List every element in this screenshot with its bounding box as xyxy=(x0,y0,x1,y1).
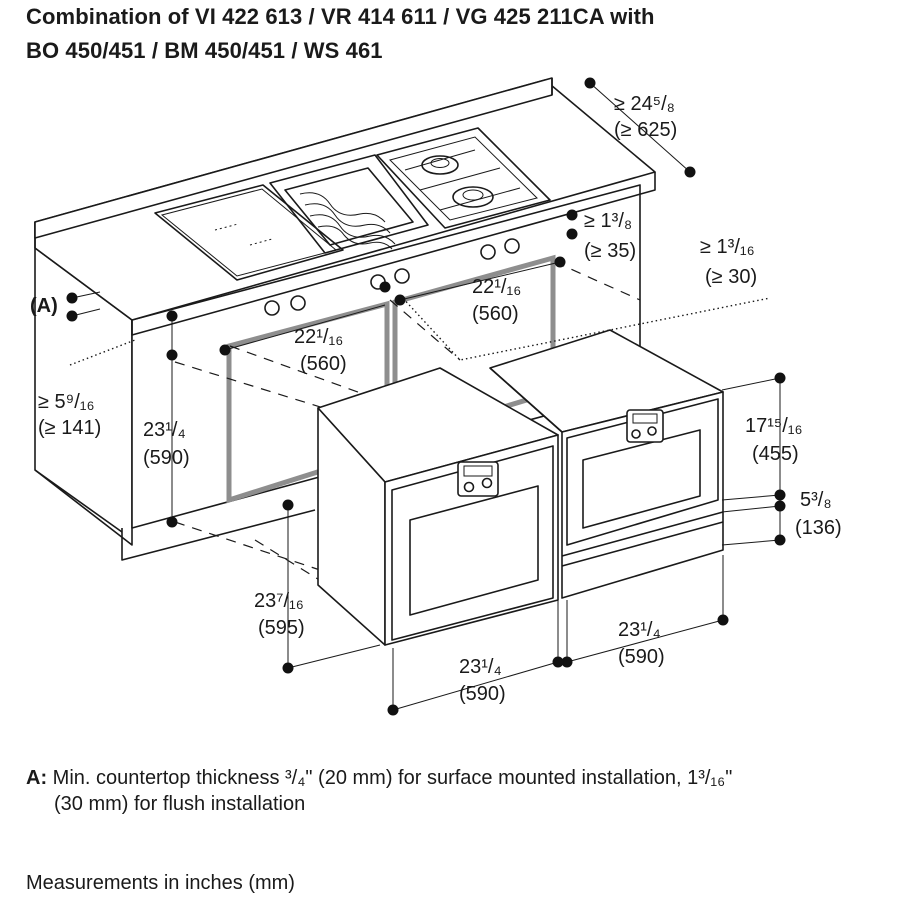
microwave-and-drawer xyxy=(489,329,724,599)
niche-width-right-inch: 22¹/₁₆ xyxy=(472,276,521,298)
niche-height-mm: (590) xyxy=(143,447,190,469)
depth-mm: (≥ 625) xyxy=(614,119,677,141)
construction-lines xyxy=(69,261,771,631)
oven-depth-mm: (595) xyxy=(258,617,305,639)
label-a: (A) xyxy=(30,295,58,317)
gas-cooktop xyxy=(376,127,551,229)
units-note: Measurements in inches (mm) xyxy=(26,872,295,894)
bm-height-mm: (455) xyxy=(752,443,799,465)
oven-depth-inch: 23⁷/₁₆ xyxy=(254,590,304,612)
hob-front-inch: ≥ 1³/₈ xyxy=(584,210,632,232)
hob-side-mm: (≥ 30) xyxy=(705,266,757,288)
page-title: Combination of VI 422 613 / VR 414 611 /… xyxy=(26,0,655,68)
dimension-lines xyxy=(66,77,786,716)
niche-width-left-inch: 22¹/₁₆ xyxy=(294,326,343,348)
under-counter-mm: (≥ 141) xyxy=(38,417,101,439)
installation-diagram: ≥ 24⁵/₈ (≥ 625) ≥ 1³/₈ (≥ 35) ≥ 1³/₁₆ (≥… xyxy=(30,77,842,716)
niche-width-right-mm: (560) xyxy=(472,303,519,325)
bo-width-inch: 23¹/₄ xyxy=(459,656,502,678)
bm-width-mm: (590) xyxy=(618,646,665,668)
grill-cooktop xyxy=(269,154,429,254)
countertop xyxy=(34,77,656,336)
footnote: A: Min. countertop thickness ³/₄" (20 mm… xyxy=(26,765,886,817)
ws-height-inch: 5³/₈ xyxy=(800,489,832,511)
footnote-line-1: Min. countertop thickness ³/₄" (20 mm) f… xyxy=(52,767,733,789)
hob-side-inch: ≥ 1³/₁₆ xyxy=(700,236,755,258)
hob-front-mm: (≥ 35) xyxy=(584,240,636,262)
under-counter-inch: ≥ 5⁹/₁₆ xyxy=(38,391,95,413)
built-in-oven xyxy=(317,367,559,646)
niche-width-left-mm: (560) xyxy=(300,353,347,375)
bm-height-inch: 17¹⁵/₁₆ xyxy=(745,415,803,437)
footnote-label: A: xyxy=(26,767,48,789)
depth-inch: ≥ 24⁵/₈ xyxy=(614,93,675,115)
title-line-1: Combination of VI 422 613 / VR 414 611 /… xyxy=(26,4,655,29)
bm-width-inch: 23¹/₄ xyxy=(618,619,661,641)
ws-height-mm: (136) xyxy=(795,517,842,539)
dimension-labels: ≥ 24⁵/₈ (≥ 625) ≥ 1³/₈ (≥ 35) ≥ 1³/₁₆ (≥… xyxy=(30,93,842,705)
title-line-2: BO 450/451 / BM 450/451 / WS 461 xyxy=(26,38,383,63)
niche-height-inch: 23¹/₄ xyxy=(143,419,186,441)
bo-width-mm: (590) xyxy=(459,683,506,705)
footnote-line-2: (30 mm) for flush installation xyxy=(54,793,306,815)
